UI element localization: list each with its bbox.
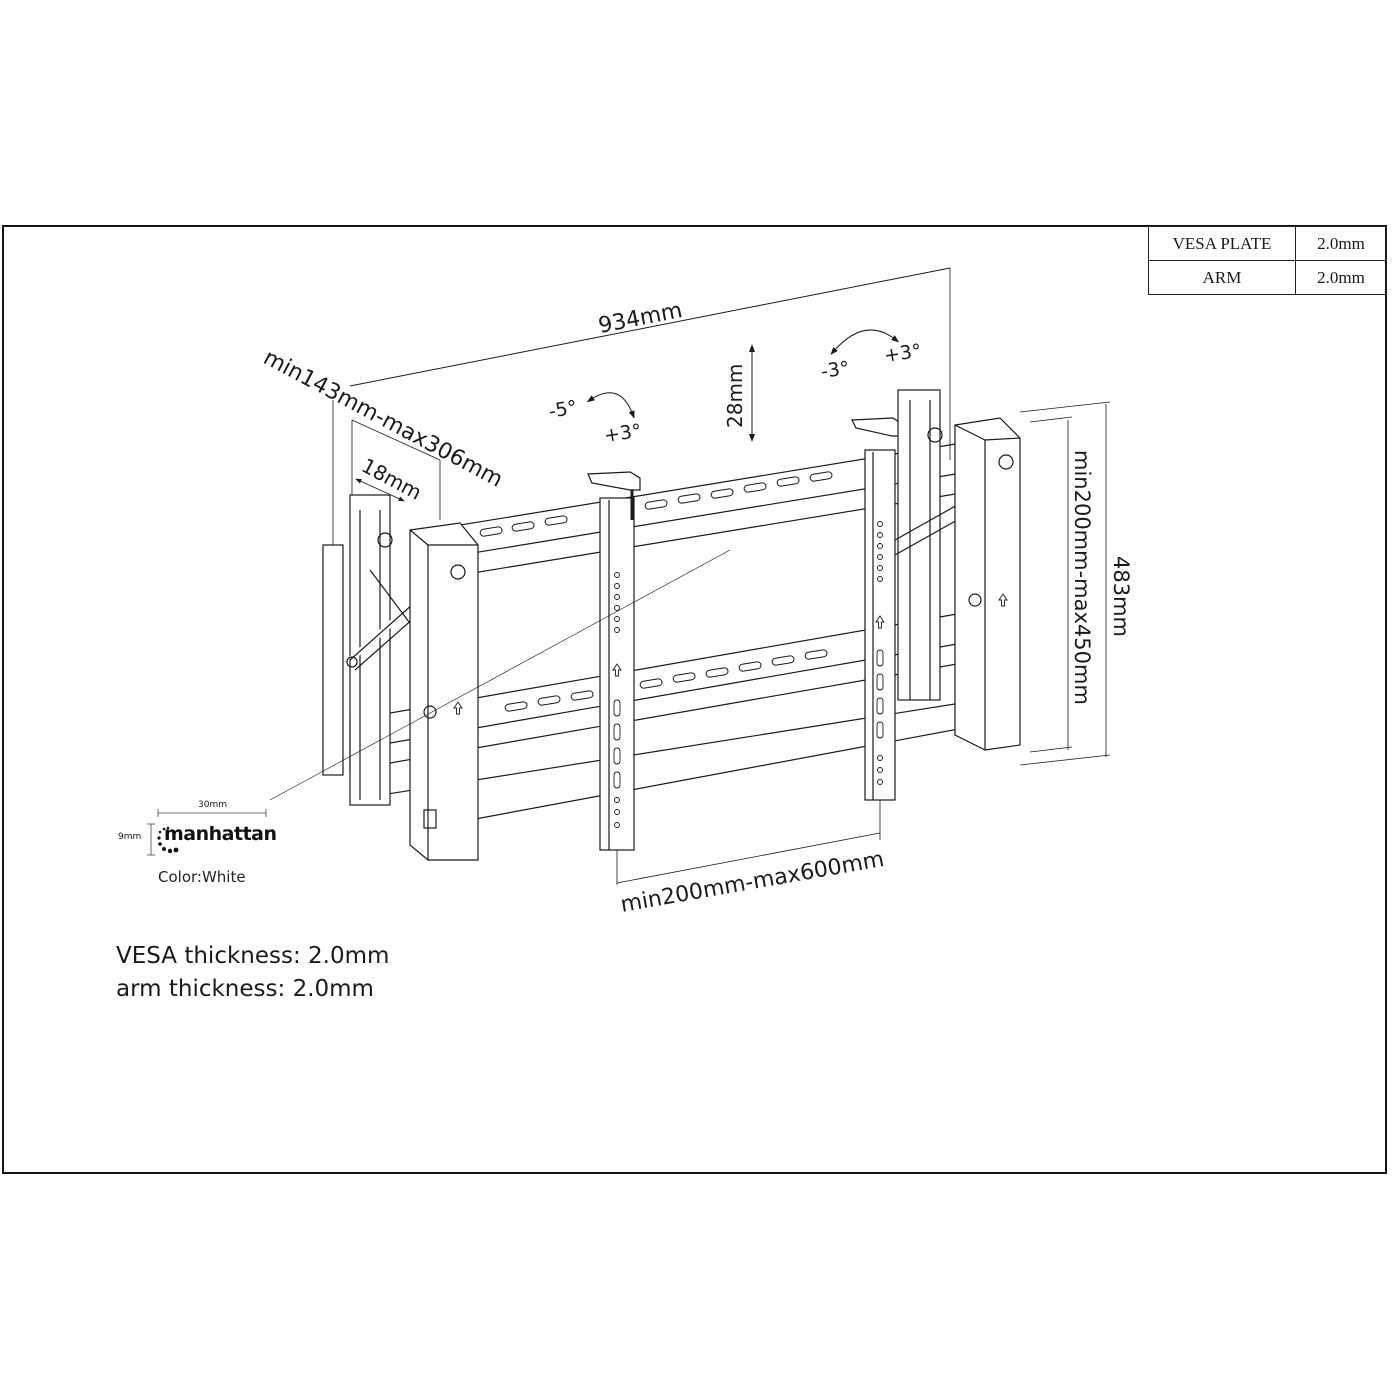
spec-value: 2.0mm [1295, 226, 1387, 261]
spec-row-vesa-plate: VESA PLATE 2.0mm [1148, 226, 1387, 261]
tilt-right-plus: +3° [883, 340, 923, 367]
spec-value: 2.0mm [1295, 260, 1387, 295]
spec-table: VESA PLATE 2.0mm ARM 2.0mm [1148, 226, 1387, 295]
dim-overall-width: 934mm [596, 298, 684, 339]
dim-vesa-vertical: min200mm-max450mm [1070, 450, 1094, 705]
tilt-left-minus: -5° [547, 396, 579, 423]
tilt-right-minus: -3° [820, 357, 851, 383]
vesa-thickness-note: VESA thickness: 2.0mm [116, 943, 390, 969]
spec-row-arm: ARM 2.0mm [1148, 260, 1387, 295]
logo-spec: 30mm 9mm manhattan Color:White [112, 795, 312, 895]
dim-height-adjust: 28mm [723, 364, 747, 428]
arm-thickness-note: arm thickness: 2.0mm [116, 976, 374, 1002]
logo-color-label: Color:White [158, 868, 246, 886]
tilt-left-plus: +3° [603, 420, 643, 447]
logo-height-label: 9mm [118, 832, 142, 842]
dim-overall-height: 483mm [1109, 556, 1133, 637]
thickness-notes: VESA thickness: 2.0mm arm thickness: 2.0… [116, 940, 389, 1006]
manhattan-logo-dots-icon [157, 826, 179, 854]
manhattan-logo: manhattan [164, 823, 277, 845]
logo-width-label: 30mm [198, 800, 227, 810]
drawing-frame [2, 225, 1387, 1174]
